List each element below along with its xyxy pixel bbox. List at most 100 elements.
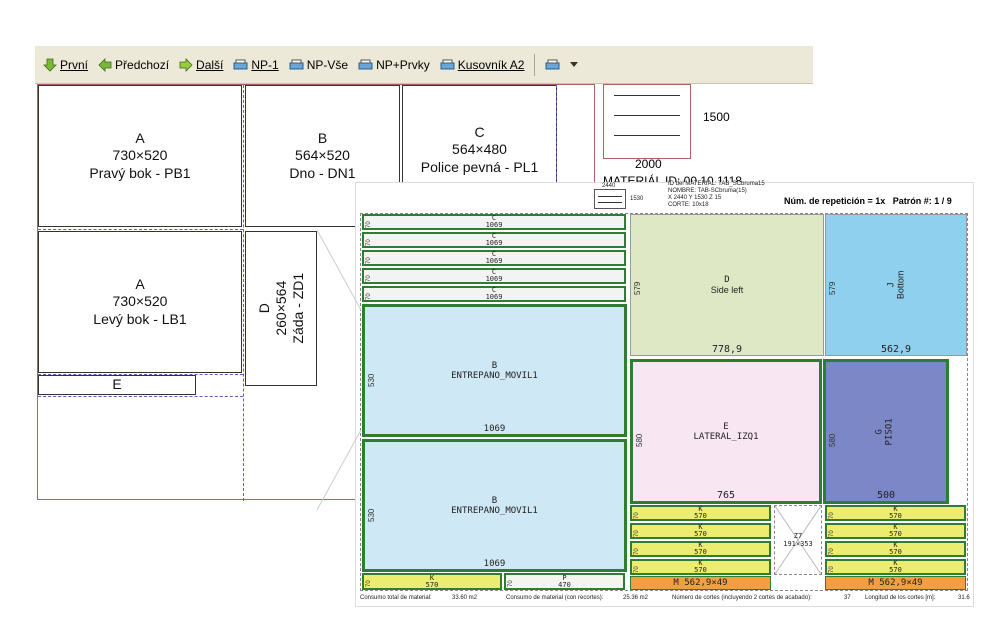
piece-dim: 1069	[485, 293, 503, 301]
legend-sheet-icon	[594, 189, 626, 209]
piece-label: ENTREPANO_MOVIL1	[451, 505, 538, 516]
np-all-label: NP-Vše	[306, 57, 349, 72]
np1-label: NP-1	[251, 57, 279, 72]
piece-desc: Levý bok - LB1	[93, 310, 187, 327]
piece-a-right-side[interactable]: A 730×520 Pravý bok - PB1	[38, 85, 242, 227]
parts-list-button[interactable]: Kusovník A2	[440, 57, 525, 72]
piece-g-piso[interactable]: G PISO1 500 580	[823, 359, 949, 504]
piece-height: 70	[366, 275, 372, 282]
piece-d-side-left[interactable]: D Side left 778,9 579	[630, 214, 824, 356]
piece-size: 260×564	[272, 281, 289, 336]
piece-label: PISO1	[885, 417, 895, 446]
piece-a-left-side[interactable]: A 730×520 Levý bok - LB1	[38, 231, 242, 373]
printer-icon	[289, 59, 304, 69]
piece-b1-entrepano[interactable]: B ENTREPANO_MOVIL1 1069 530	[362, 304, 627, 437]
piece-g-text: G PISO1	[875, 417, 896, 446]
piece-name: K	[893, 559, 898, 567]
parts-list-label: Kusovník A2	[457, 57, 525, 72]
piece-name: C	[491, 268, 497, 276]
piece-dim: 570	[694, 566, 707, 574]
toolbar: První Předchozí Další NP-1 NP-Vše NP+Prv…	[35, 46, 813, 84]
piece-name: C	[474, 123, 485, 140]
piece-dim: 570	[425, 580, 439, 589]
piece-size: 564×480	[452, 141, 507, 158]
piece-name: C	[491, 250, 497, 258]
next-button[interactable]: Další	[179, 58, 223, 72]
piece-k-left[interactable]: K 570 70	[362, 573, 502, 590]
piece-z7-offcut[interactable]: Z7 191×353	[774, 505, 822, 575]
piece-dim: 570	[694, 548, 707, 556]
piece-width: 778,9	[711, 344, 743, 355]
piece-height: 70	[366, 293, 372, 300]
np1-button[interactable]: NP-1	[233, 57, 279, 72]
piece-height: 70	[634, 548, 640, 555]
offcut-hatch	[317, 230, 361, 510]
piece-height: 579	[828, 281, 837, 295]
piece-name: K	[698, 505, 703, 513]
arrow-down-icon	[43, 58, 57, 72]
first-button[interactable]: První	[43, 58, 88, 72]
piece-e-lateral[interactable]: E LATERAL_IZQ1 765 580	[630, 359, 822, 504]
previous-button[interactable]: Předchozí	[98, 58, 169, 72]
piece-name: B	[491, 360, 498, 371]
piece-name: D	[724, 275, 730, 285]
piece-dim: 570	[889, 566, 902, 574]
piece-dim: 570	[694, 530, 707, 538]
piece-p[interactable]: P 470 70	[504, 573, 625, 590]
piece-dim: 470	[558, 580, 571, 589]
piece-m-left[interactable]: M 562,9×49	[630, 576, 771, 590]
piece-j-bottom[interactable]: J Bottom 562,9 579	[825, 214, 967, 356]
piece-name: C	[491, 286, 497, 294]
piece-height: 580	[828, 433, 837, 447]
arrow-right-icon	[179, 57, 193, 72]
consumo-rec-value: 25.36 m2	[623, 595, 649, 601]
printer-icon	[233, 59, 248, 69]
piece-height: 580	[635, 433, 644, 447]
piece-height: 530	[367, 508, 376, 522]
cut-line	[38, 229, 243, 230]
info-line: CORTE: 10x18	[668, 202, 709, 208]
cortes-value: 37	[844, 595, 851, 601]
piece-name: E	[723, 421, 729, 432]
arrow-left-icon	[98, 57, 112, 72]
piece-label: LATERAL_IZQ1	[693, 431, 759, 442]
piece-name: A	[135, 275, 145, 292]
piece-size: 564×520	[295, 147, 350, 164]
piece-dim: 570	[889, 548, 902, 556]
piece-name: C	[491, 214, 497, 222]
piece-j-text: J Bottom	[885, 271, 906, 300]
np-parts-button[interactable]: NP+Prvky	[358, 58, 430, 72]
longitud-label: Longitud de los cortes [m]:	[865, 595, 936, 601]
piece-m-right[interactable]: M 562,9×49	[825, 576, 966, 590]
info-line: ID del MATERIAL: TAB_SCbruma15	[668, 181, 765, 187]
piece-height: 70	[366, 239, 372, 246]
np-all-button[interactable]: NP-Vše	[289, 58, 348, 72]
print-button[interactable]	[545, 59, 560, 71]
piece-b2-entrepano[interactable]: B ENTREPANO_MOVIL1 1069 530	[362, 439, 627, 572]
piece-d-text: D 260×564 Záda - ZD1	[256, 273, 306, 344]
dropdown-button[interactable]	[570, 61, 579, 68]
printer-icon	[358, 59, 373, 69]
piece-name: C	[491, 232, 497, 240]
chevron-down-icon	[570, 61, 579, 67]
piece-width: 562,9	[880, 344, 912, 355]
legend-w: 2440	[602, 183, 616, 189]
consumo-label: Consumo total de material:	[360, 595, 432, 601]
piece-d-back[interactable]: D 260×564 Záda - ZD1	[245, 231, 317, 386]
piece-e[interactable]: E	[38, 375, 196, 395]
legend-h: 1530	[630, 196, 644, 202]
legend-width: 2000	[635, 157, 662, 171]
